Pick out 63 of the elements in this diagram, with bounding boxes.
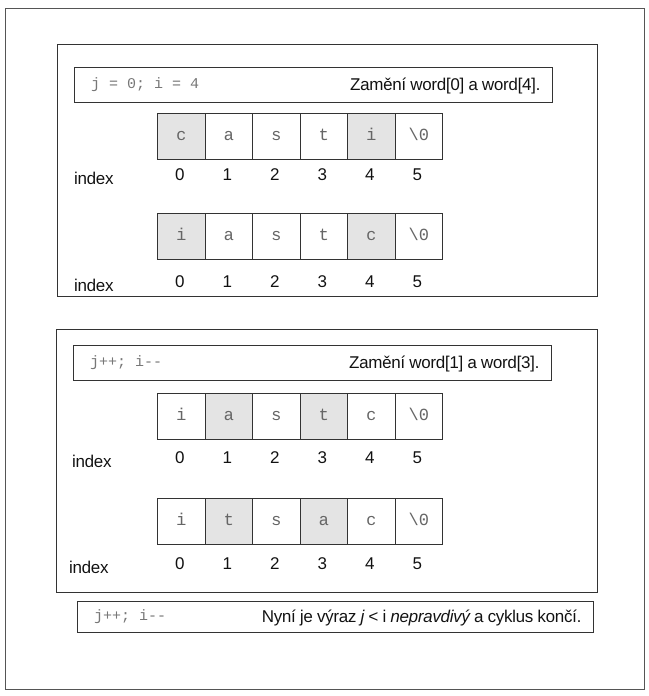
index-number: 5: [412, 271, 423, 293]
index-number: 0: [174, 164, 186, 186]
index-number: 1: [222, 271, 233, 293]
index-number: 2: [269, 164, 280, 186]
array-cell: a: [204, 113, 253, 160]
index-number: 0: [174, 447, 186, 469]
array-cell: \0: [394, 213, 443, 260]
highlighted-array-cell: i: [347, 113, 396, 160]
highlighted-array-cell: t: [300, 393, 348, 440]
index-number: 3: [316, 271, 328, 293]
index-label: index: [74, 168, 114, 190]
index-number: 2: [269, 553, 280, 575]
array-cell: i: [157, 393, 206, 440]
index-number: 3: [316, 164, 328, 186]
highlighted-array-cell: c: [347, 213, 396, 260]
index-number: 4: [364, 271, 376, 293]
index-number: 4: [364, 164, 376, 186]
array-cell: i: [157, 498, 206, 545]
array-cell: \0: [394, 393, 443, 440]
step-box: [73, 345, 552, 381]
array-cell: a: [204, 213, 253, 260]
array-cell: c: [347, 393, 396, 440]
highlighted-array-cell: i: [157, 213, 206, 260]
panel-frame: [57, 44, 598, 297]
highlighted-array-cell: a: [300, 498, 348, 545]
index-number: 2: [269, 447, 280, 469]
code-text: j++; i--: [90, 352, 162, 373]
index-number: 5: [412, 447, 423, 469]
index-number: 0: [174, 271, 186, 293]
index-number: 2: [269, 271, 280, 293]
index-number: 1: [222, 553, 233, 575]
highlighted-array-cell: t: [204, 498, 253, 545]
index-number: 3: [316, 553, 328, 575]
highlighted-array-cell: a: [204, 393, 253, 440]
array-cell: t: [300, 213, 348, 260]
index-number: 1: [222, 447, 233, 469]
highlighted-array-cell: c: [157, 113, 206, 160]
array-cell: c: [347, 498, 396, 545]
array-cell: t: [300, 113, 348, 160]
array-cell: \0: [394, 498, 443, 545]
index-number: 1: [222, 164, 233, 186]
index-number: 5: [412, 553, 423, 575]
index-label: index: [69, 557, 108, 579]
description-text: Zamění word[0] a word[4].: [350, 74, 540, 96]
index-label: index: [72, 451, 112, 473]
index-number: 4: [364, 447, 376, 469]
code-text: j = 0; i = 4: [91, 74, 200, 95]
array-cell: s: [252, 498, 300, 545]
step-box: [74, 67, 553, 103]
index-label: index: [74, 275, 114, 297]
array-cell: s: [252, 113, 300, 160]
index-number: 0: [174, 553, 186, 575]
description-text: Zamění word[1] a word[3].: [349, 352, 539, 374]
index-number: 3: [316, 447, 328, 469]
code-text: j++; i--: [94, 606, 166, 627]
step-box: [77, 601, 594, 633]
index-number: 5: [412, 164, 423, 186]
array-cell: s: [252, 213, 300, 260]
index-number: 4: [364, 553, 376, 575]
description-text: Nyní je výraz j < i nepravdivý a cyklus končí.: [262, 606, 581, 628]
panel-frame: [56, 329, 598, 593]
array-cell: \0: [394, 113, 443, 160]
array-cell: s: [252, 393, 300, 440]
